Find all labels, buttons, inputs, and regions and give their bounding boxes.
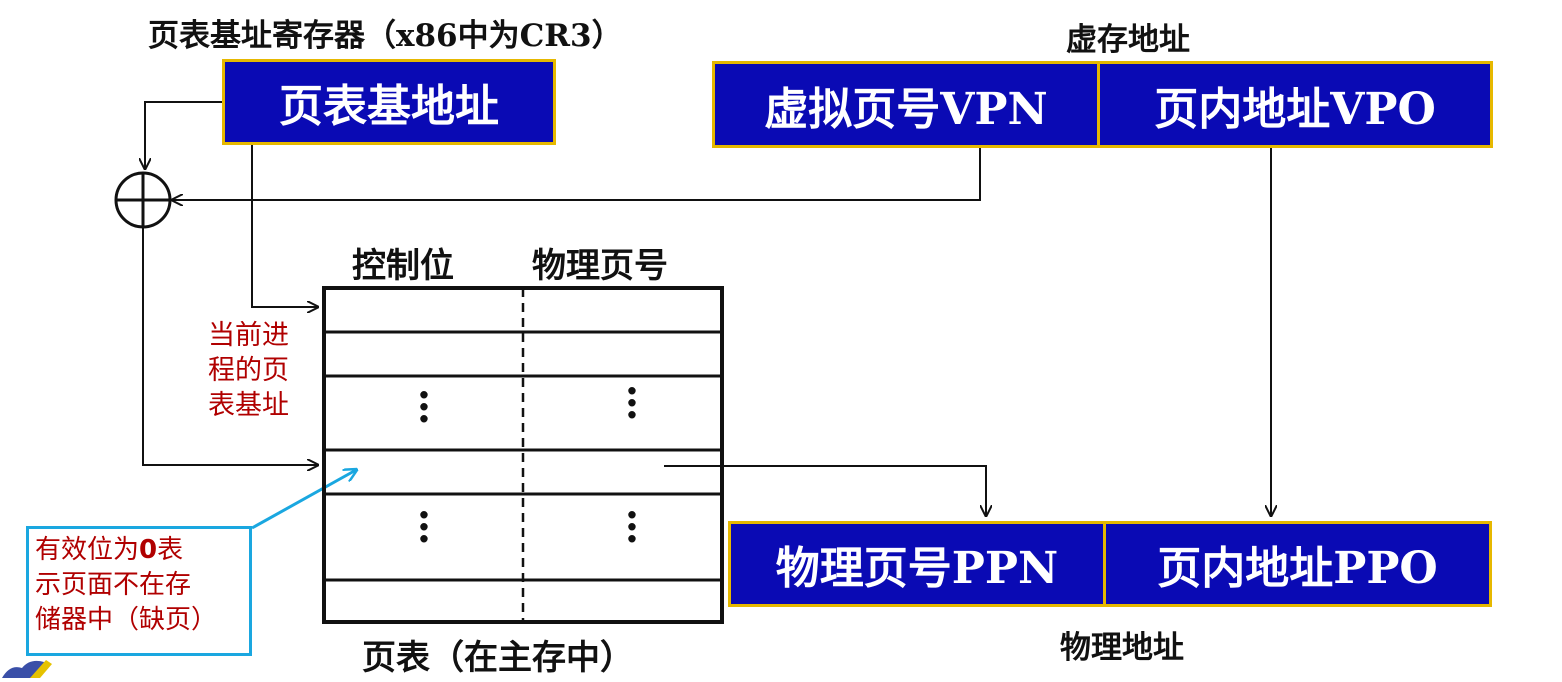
ellipsis-icon: ··· [625, 492, 639, 563]
missing-page-callout: 有效位为0表 示页面不在存 储器中（缺页） [26, 526, 252, 656]
callout-pointer [251, 470, 356, 530]
page-table-base-box: 页表基地址 [222, 59, 556, 145]
ppn-box: 物理页号PPN [728, 521, 1106, 607]
vpo-box: 页内地址VPO [1097, 61, 1493, 148]
base-to-adder-line [145, 101, 222, 168]
callout-text: 表 [157, 535, 184, 565]
ppo-box: 页内地址PPO [1103, 521, 1492, 607]
entry-to-ppn-line [664, 465, 986, 515]
adder-to-entry-line [142, 227, 317, 465]
virtual-address-label: 虚存地址 [1066, 22, 1190, 58]
base-to-table-line [251, 145, 317, 307]
corner-logo-icon [0, 656, 60, 678]
control-bits-header: 控制位 [352, 246, 454, 286]
ellipsis-icon: ··· [625, 368, 639, 439]
annotation-line: 当前进 [208, 320, 289, 351]
callout-line: 有效位为0表 [35, 533, 243, 568]
ellipsis-icon: ··· [417, 372, 431, 443]
page-table-caption: 页表（在主存中） [362, 638, 634, 678]
callout-line: 储器中（缺页） [35, 605, 218, 635]
callout-bold-value: 0 [139, 535, 158, 565]
physical-page-number-header: 物理页号 [532, 246, 668, 286]
current-process-annotation: 当前进 程的页 表基址 [208, 318, 289, 423]
page-table-grid [322, 286, 724, 624]
ellipsis-icon: ··· [417, 492, 431, 563]
vpn-box: 虚拟页号VPN [712, 61, 1100, 148]
callout-line: 示页面不在存 [35, 570, 192, 600]
annotation-line: 程的页 [208, 355, 289, 386]
physical-address-label: 物理地址 [1060, 630, 1184, 666]
callout-text: 有效位为 [35, 535, 140, 565]
register-title: 页表基址寄存器（x86中为CR3） [148, 18, 623, 54]
annotation-line: 表基址 [208, 390, 289, 421]
adder-icon [114, 171, 172, 229]
vpn-to-adder-line [173, 148, 981, 200]
